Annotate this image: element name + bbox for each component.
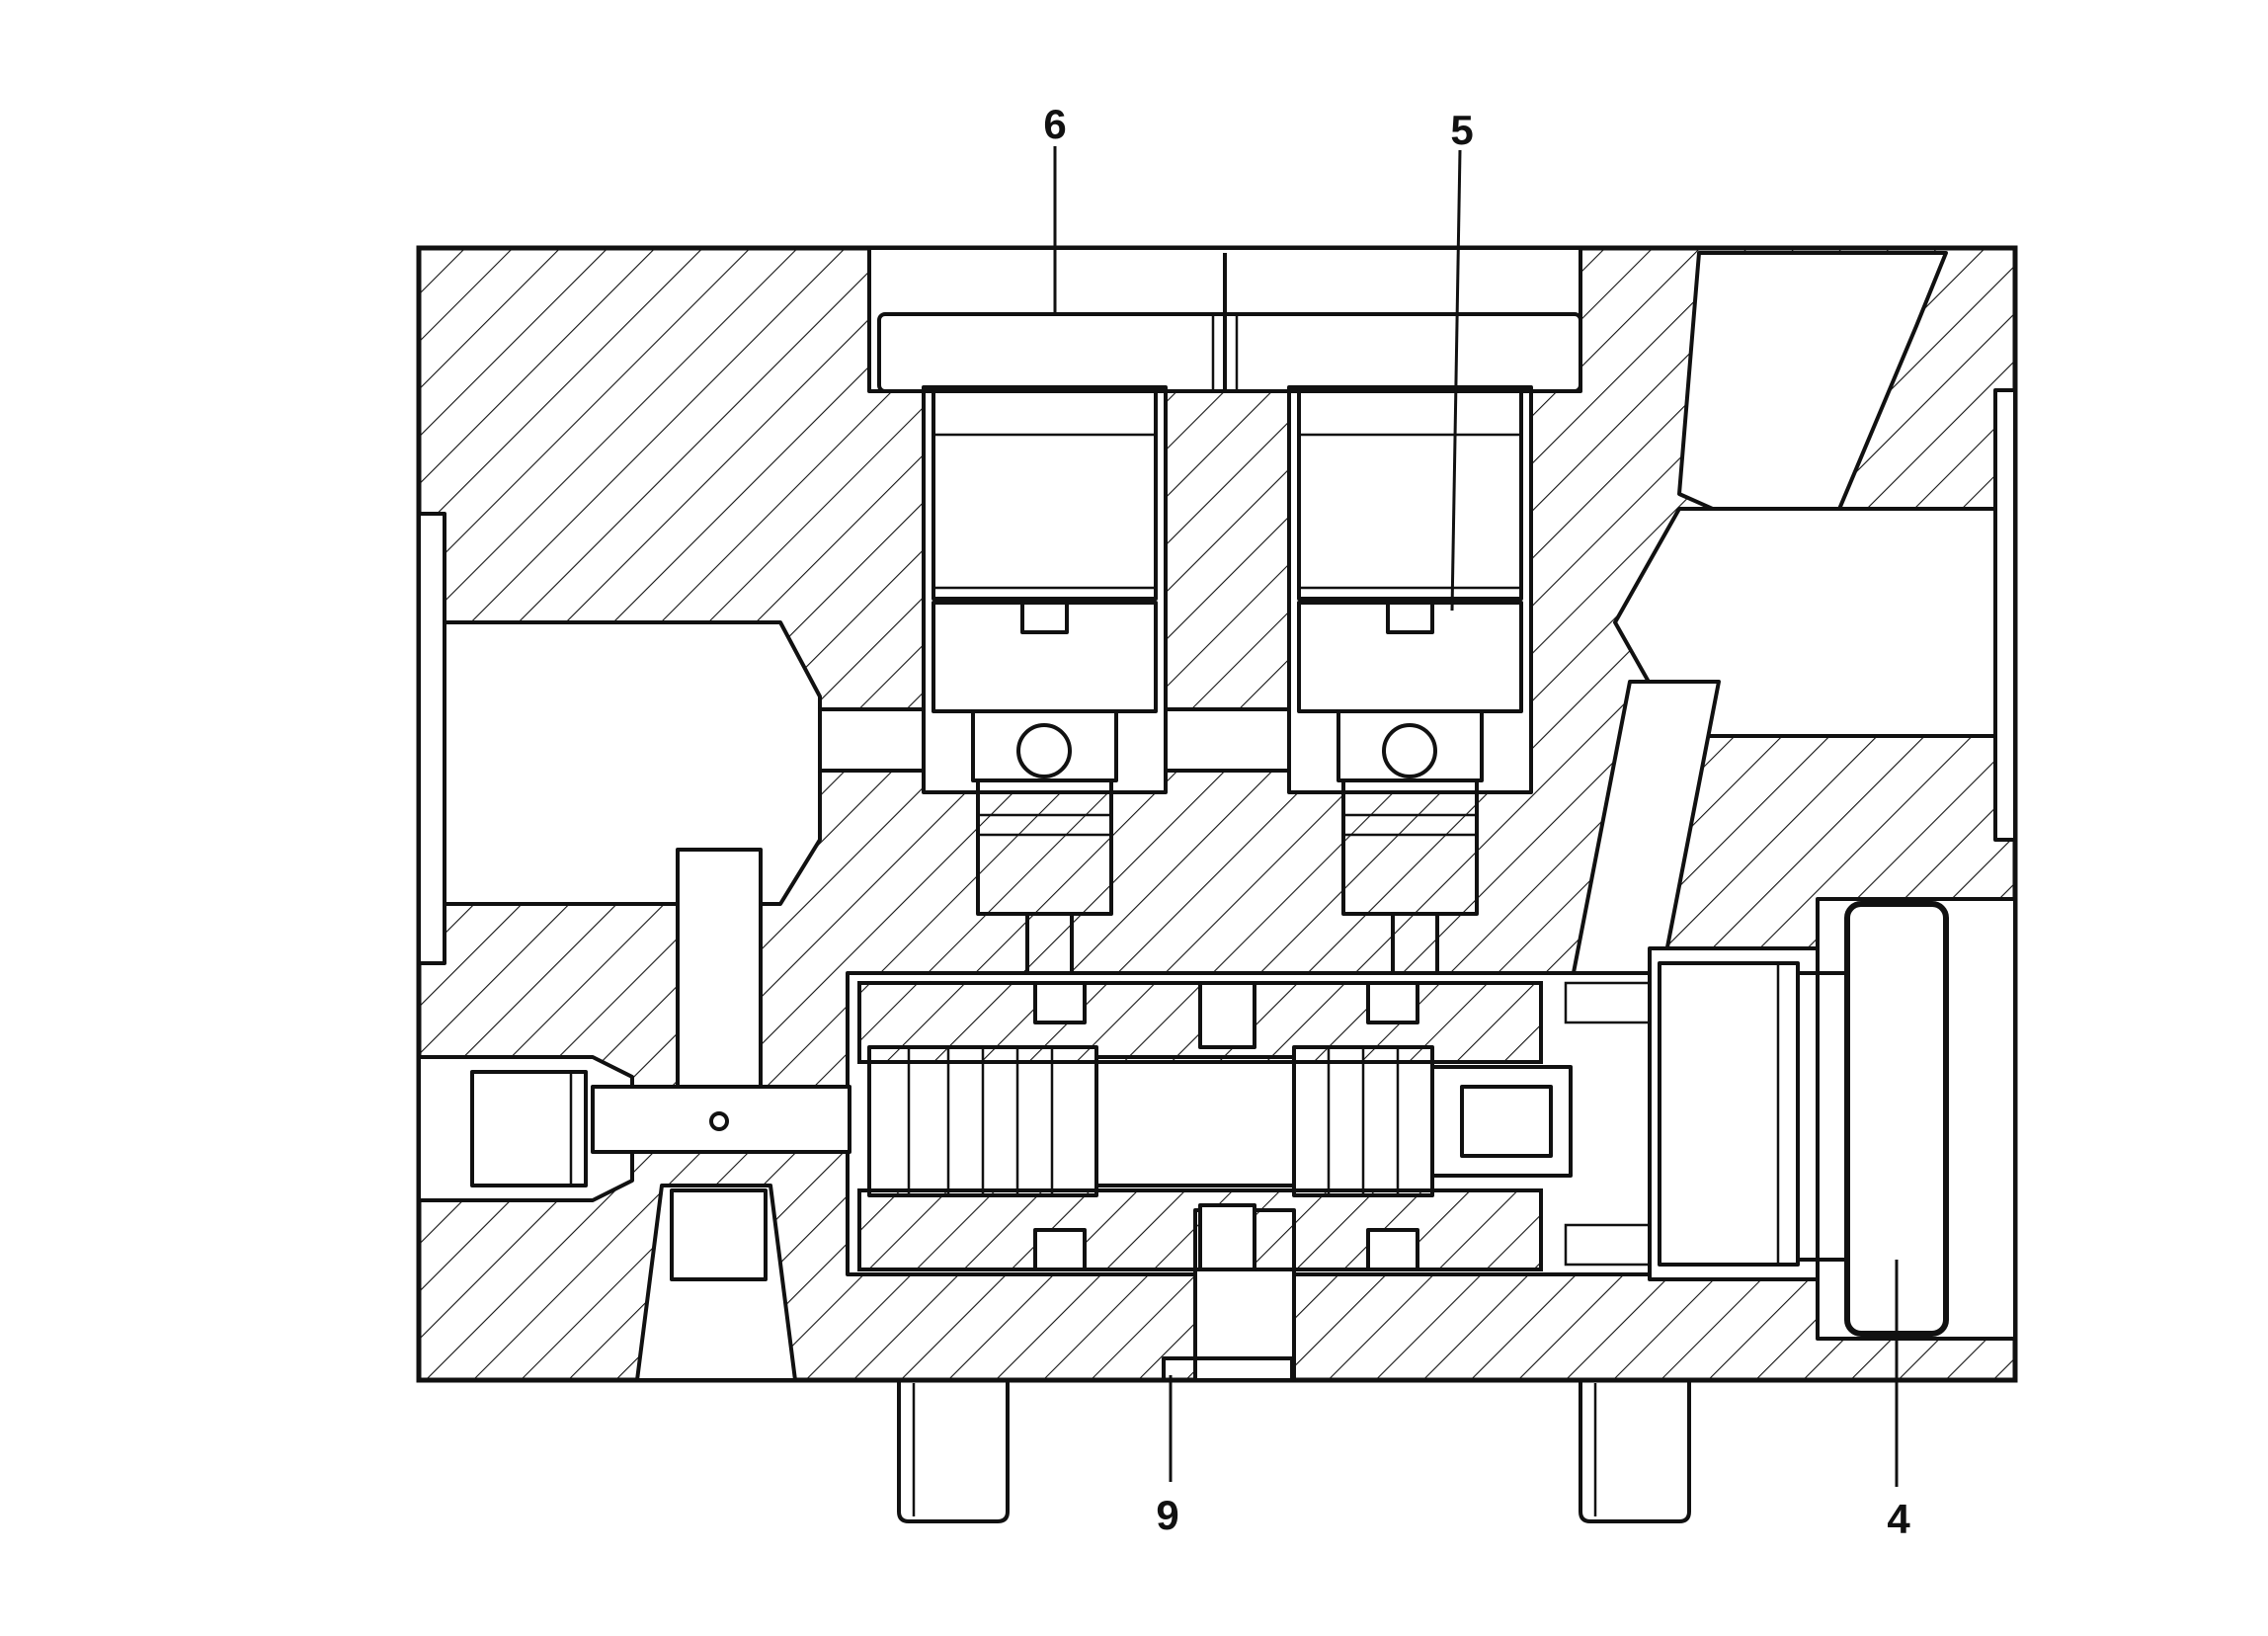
mounting-studs: [897, 1356, 1691, 1523]
label-5: 5: [1450, 107, 1473, 153]
spool-assembly: [857, 981, 1573, 1271]
top-cap: [877, 253, 1582, 393]
label-6: 6: [1043, 101, 1066, 147]
label-9: 9: [1156, 1492, 1178, 1538]
pilot-valve-6: [932, 389, 1158, 975]
callout-labels: 6 5 9 4: [1043, 101, 1910, 1542]
label-4: 4: [1887, 1496, 1910, 1542]
leader-lines: [1053, 146, 1899, 1487]
pilot-valve-5: [1297, 389, 1523, 975]
left-plug: [470, 1070, 768, 1281]
leader-5: [1450, 149, 1462, 612]
